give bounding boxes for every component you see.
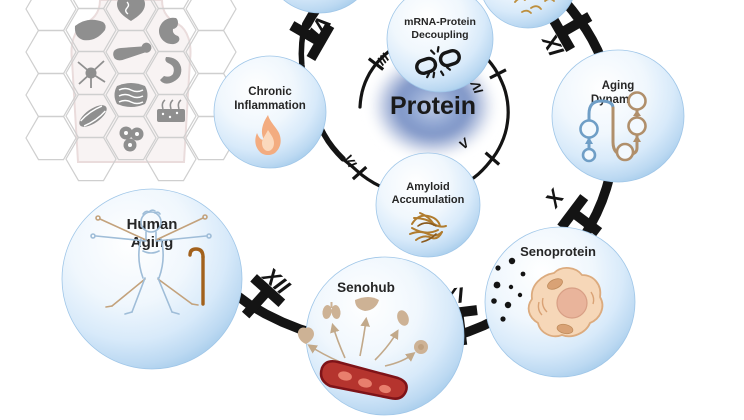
bubble-label: Inflammation <box>234 100 306 112</box>
secreted-particles-icon <box>491 257 526 322</box>
kidney-icon <box>159 17 180 45</box>
kidney-organ-icon <box>397 310 409 326</box>
hexagon-grid <box>25 0 237 182</box>
hexagon-cell <box>145 136 197 182</box>
bubble-label: Senoprotein <box>520 244 596 259</box>
bubble-chronic-inflammation: Chronic Inflammation <box>213 55 327 169</box>
hexagon-cell <box>185 29 237 75</box>
protein-label: Protein <box>390 92 476 120</box>
broken-chain-icon <box>415 46 461 79</box>
bubble-label: mRNA-Protein <box>404 16 476 28</box>
bubble-label: Human <box>127 216 178 233</box>
bubble-aging-dynamics: Aging Dynamics <box>551 49 685 183</box>
hexagon-cell <box>25 29 77 75</box>
hexagon-cell <box>25 115 77 161</box>
bubble-partial-top-right <box>483 0 573 29</box>
inner-tick-mark <box>484 151 501 166</box>
vitruvian-man-icon <box>90 209 212 315</box>
winding-path-icon <box>579 91 647 163</box>
senescent-cell-icon <box>491 257 604 338</box>
hexagon-cell <box>72 0 110 10</box>
inner-tick-mark <box>489 68 507 80</box>
clock-numeral-x: X <box>539 184 570 213</box>
bubble-senoprotein: Senoprotein <box>484 226 636 378</box>
cell-organ-icon <box>414 340 428 354</box>
intestine-icon <box>114 83 148 107</box>
lungs-organ-icon <box>322 302 341 319</box>
skin-icon <box>157 99 185 122</box>
outer-tick-stem <box>241 287 272 319</box>
inner-tick-mark <box>351 165 368 181</box>
bubble-senohub: Senohub <box>297 256 465 416</box>
flame-icon <box>255 115 281 155</box>
bubble-human-aging: Human Aging <box>61 188 243 370</box>
bubble-partial-top-left <box>283 0 357 14</box>
cane-icon <box>188 247 205 306</box>
hexagon-cell <box>65 136 117 182</box>
hexagon-cell <box>25 72 77 118</box>
bubble-label: Chronic <box>248 86 292 98</box>
outer-tick-stem <box>569 208 603 237</box>
liver-icon <box>74 19 106 41</box>
bubble-label: Amyloid <box>406 181 449 193</box>
muscle-icon <box>79 105 107 127</box>
inner-tick-mark <box>367 57 385 71</box>
bubble-mrna-protein-decoupling: mRNA-Protein Decoupling <box>386 0 494 93</box>
blood-vessel-icon <box>319 360 408 400</box>
bubble-label: Senohub <box>337 280 395 295</box>
outer-tick-stem <box>558 12 593 38</box>
organ-hexagon-panel <box>25 0 237 182</box>
hexagon-cell <box>152 0 190 10</box>
heart-organ-icon <box>297 327 314 344</box>
heart-icon <box>117 0 145 21</box>
outer-tick-stem <box>289 21 323 47</box>
bubble-label: Aging <box>602 80 635 92</box>
outer-tick-crossbar <box>306 23 335 61</box>
clock-numeral-vi: VI <box>340 152 359 171</box>
cells-icon <box>119 126 144 152</box>
outer-tick-crossbar <box>557 194 589 231</box>
bubble-label: Decoupling <box>411 29 468 41</box>
stomach-icon <box>160 57 182 84</box>
misfolded-protein-icon <box>514 0 555 14</box>
neuron-icon <box>77 60 106 88</box>
liver-organ-icon <box>355 297 379 311</box>
hexagon-cell <box>105 115 157 161</box>
blood-vessel-organs-icon <box>297 297 428 400</box>
bubble-label: Accumulation <box>392 194 465 206</box>
outer-tick-crossbar <box>250 274 286 307</box>
outer-tick-crossbar <box>547 14 576 52</box>
pancreas-icon <box>113 42 152 61</box>
amyloid-tangle-icon <box>409 212 447 243</box>
bubble-amyloid-accumulation: Amyloid Accumulation <box>375 152 481 258</box>
